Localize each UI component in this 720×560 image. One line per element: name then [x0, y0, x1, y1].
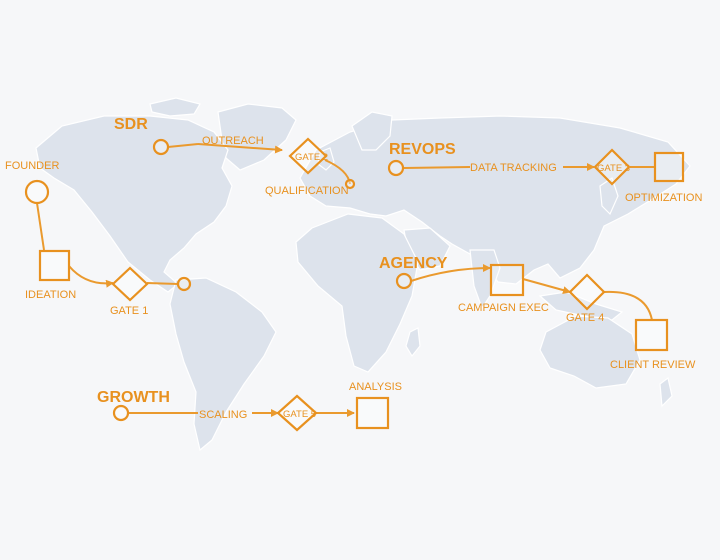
ideation-label: IDEATION: [25, 289, 76, 301]
client-review-label: CLIENT REVIEW: [610, 359, 696, 371]
step-labels: OUTREACH QUALIFICATION DATA TRACKING OPT…: [25, 135, 702, 421]
revops-label: REVOPS: [389, 141, 456, 158]
gate3-node[interactable]: [593, 148, 631, 186]
outreach-label: OUTREACH: [202, 135, 264, 147]
founder-start-node[interactable]: [24, 179, 50, 205]
connector-revops-datatracking: [403, 166, 471, 169]
campaign-exec-label: CAMPAIGN EXEC: [458, 302, 549, 314]
qualification-label: QUALIFICATION: [265, 185, 349, 197]
japan: [599, 177, 619, 216]
gate-nodes: [111, 137, 631, 432]
eurasia: [299, 115, 691, 285]
growth-start-node[interactable]: [112, 404, 130, 422]
gate4-label: GATE 4: [566, 312, 604, 324]
connector-outreach-gate2: [197, 143, 283, 154]
scaling-label: SCALING: [199, 409, 247, 421]
new-zealand: [659, 376, 673, 408]
connector-agency-campaign: [410, 264, 491, 282]
start-nodes: [24, 138, 413, 422]
gate1-node[interactable]: [111, 266, 149, 302]
client-review-node[interactable]: [634, 318, 669, 352]
data-tracking-label: DATA TRACKING: [470, 162, 557, 174]
gate4-node[interactable]: [568, 273, 606, 311]
agency-label: AGENCY: [379, 255, 448, 272]
gate5-label: GATE 5: [283, 409, 316, 420]
sdr-start-node[interactable]: [152, 138, 170, 156]
arctic-islands: [149, 97, 201, 117]
campaign-exec-node[interactable]: [489, 263, 525, 297]
gate5-node[interactable]: [276, 394, 318, 432]
africa: [295, 213, 419, 373]
connector-gate1-end: [146, 282, 179, 285]
growth-label: GROWTH: [97, 389, 170, 406]
madagascar: [405, 327, 421, 358]
optimization-label: OPTIMIZATION: [625, 192, 702, 204]
gate3-label: GATE 3: [597, 163, 630, 174]
analysis-node[interactable]: [355, 396, 390, 430]
gate2-label: GATE 2: [295, 152, 328, 163]
connector-gate4-clientreview: [603, 290, 653, 321]
connector-campaign-gate4: [522, 278, 571, 294]
gate1-end-node[interactable]: [176, 276, 192, 292]
connector-sdr-outreach: [167, 143, 199, 148]
connector-founder-ideation: [36, 202, 45, 251]
agency-start-node[interactable]: [395, 272, 413, 290]
connectors: [36, 143, 654, 417]
sdr-label: SDR: [114, 116, 148, 133]
analysis-label: ANALYSIS: [349, 381, 402, 393]
connector-gate2-qualification: [324, 159, 351, 185]
founder-label: FOUNDER: [5, 160, 59, 172]
scandinavia: [351, 111, 393, 151]
north-america: [35, 115, 233, 293]
revops-start-node[interactable]: [387, 159, 405, 177]
gate2-node[interactable]: [288, 137, 328, 175]
optimization-node[interactable]: [653, 151, 685, 183]
step-nodes: [38, 151, 685, 430]
world-map: [35, 97, 691, 452]
connector-ideation-gate1: [68, 265, 114, 288]
team-labels: SDR REVOPS FOUNDER AGENCY GROWTH: [5, 116, 456, 406]
ideation-node[interactable]: [38, 249, 71, 282]
gate-labels: GATE 1 GATE 2 GATE 3 GATE 4 GATE 5: [110, 152, 630, 420]
gate1-label: GATE 1: [110, 305, 148, 317]
qualification-end-node[interactable]: [344, 178, 356, 190]
australia: [539, 315, 641, 389]
south-america: [169, 277, 277, 452]
